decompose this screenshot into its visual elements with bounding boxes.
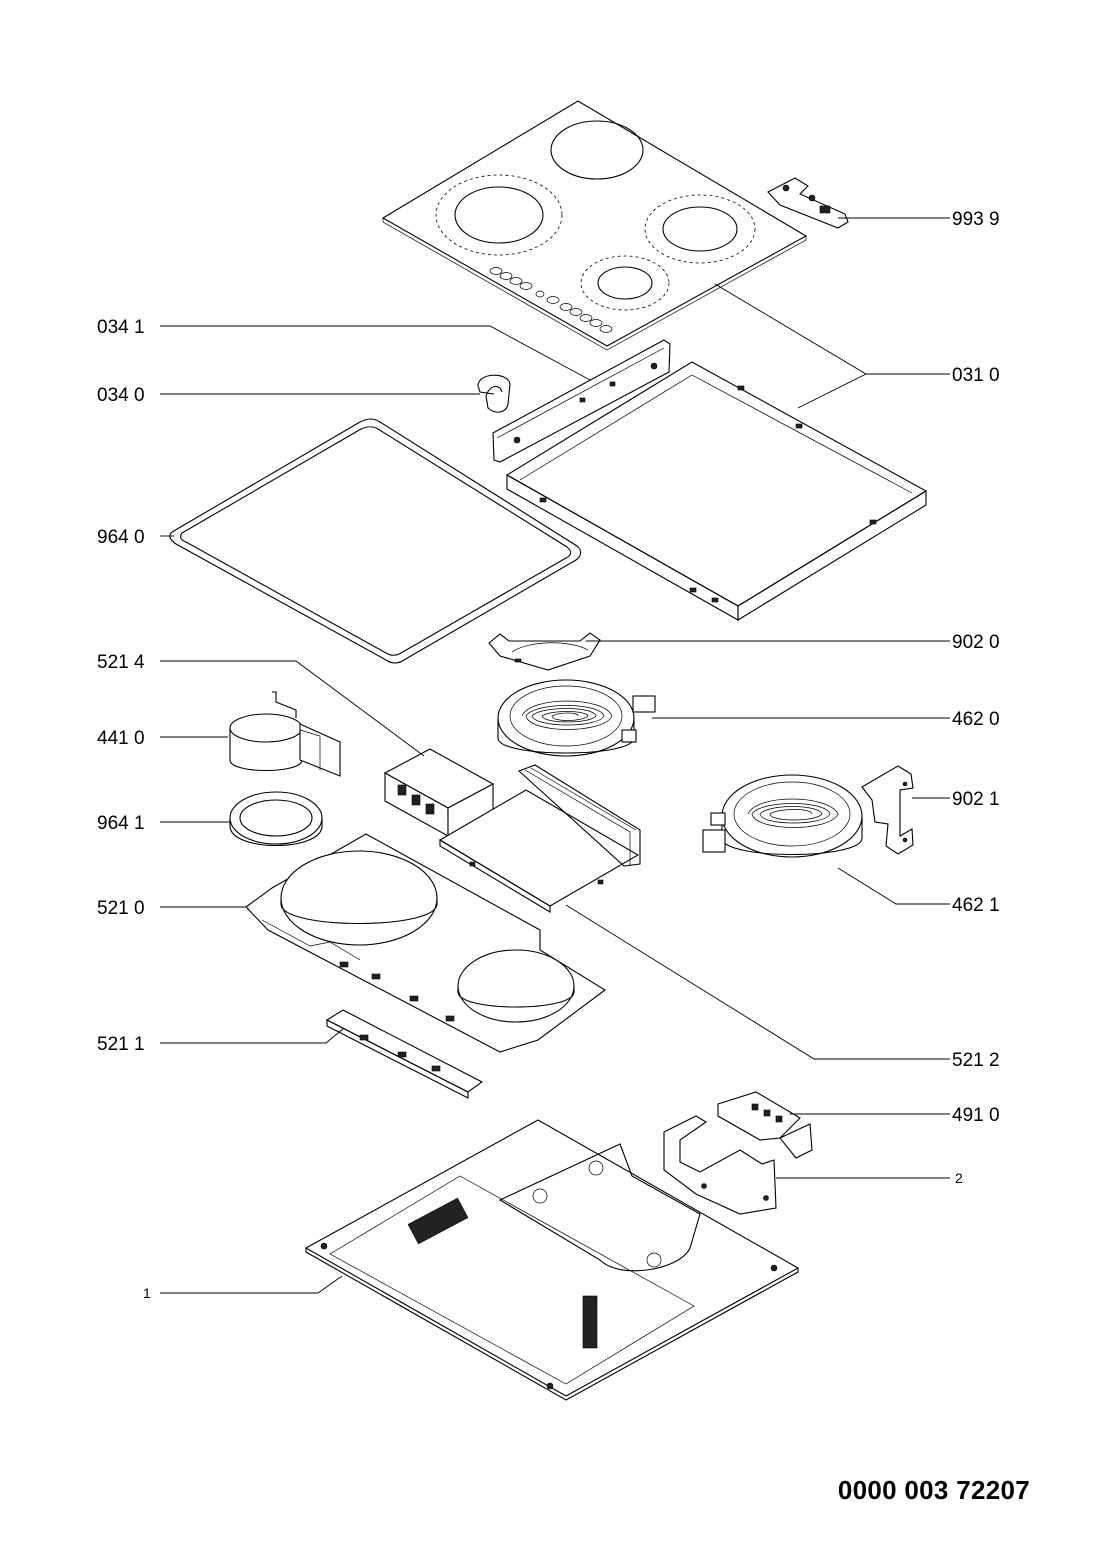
callout-491-0: 491 0	[952, 1105, 1000, 1126]
callout-521-4: 521 4	[97, 652, 145, 673]
cable-bracket	[663, 1115, 777, 1215]
cooktop-frame	[505, 361, 928, 621]
callout-2: 2	[955, 1170, 963, 1186]
spring-clip	[477, 374, 511, 413]
callout-462-0: 462 0	[952, 709, 1000, 730]
leader-lines	[160, 217, 950, 1294]
ventilation-grille-front	[582, 1295, 598, 1349]
touch-control-buttons	[489, 267, 613, 333]
radiant-heater-rear	[702, 774, 863, 858]
hinge-bracket	[767, 177, 849, 229]
callout-031-0: 031 0	[952, 365, 1000, 386]
fan-seal-ring	[229, 791, 323, 847]
callout-441-0: 441 0	[97, 728, 145, 749]
ventilation-grille-rear	[407, 1197, 469, 1245]
radiant-heater-front	[497, 679, 656, 757]
callout-521-2: 521 2	[952, 1050, 1000, 1071]
ceramic-glass-top	[381, 100, 808, 351]
frame-gasket	[169, 418, 582, 664]
terminal-block	[717, 1091, 813, 1159]
callout-521-0: 521 0	[97, 898, 145, 919]
callout-902-1: 902 1	[952, 789, 1000, 810]
callout-462-1: 462 1	[952, 895, 1000, 916]
cooling-fan	[229, 691, 341, 777]
heater-bracket-small	[488, 632, 601, 671]
power-board-heatsink	[438, 764, 641, 913]
control-circuit-board	[325, 1009, 484, 1099]
control-module-box	[383, 748, 495, 837]
bottom-housing-tray	[304, 1119, 800, 1401]
callout-034-1: 034 1	[97, 317, 145, 338]
callout-1: 1	[143, 1285, 151, 1301]
heater-bracket-large	[861, 765, 914, 855]
callout-964-1: 964 1	[97, 813, 145, 834]
callout-labels: 993 9 034 1 034 0 031 0 964 0 902 0 521 …	[97, 209, 1000, 1301]
callout-993-9: 993 9	[952, 209, 1000, 230]
callout-034-0: 034 0	[97, 385, 145, 406]
callout-902-0: 902 0	[952, 632, 1000, 653]
support-rail	[492, 339, 671, 463]
callout-964-0: 964 0	[97, 527, 145, 548]
induction-base-plate	[245, 833, 606, 1053]
callout-521-1: 521 1	[97, 1034, 145, 1055]
document-number: 0000 003 72207	[837, 1475, 1030, 1505]
